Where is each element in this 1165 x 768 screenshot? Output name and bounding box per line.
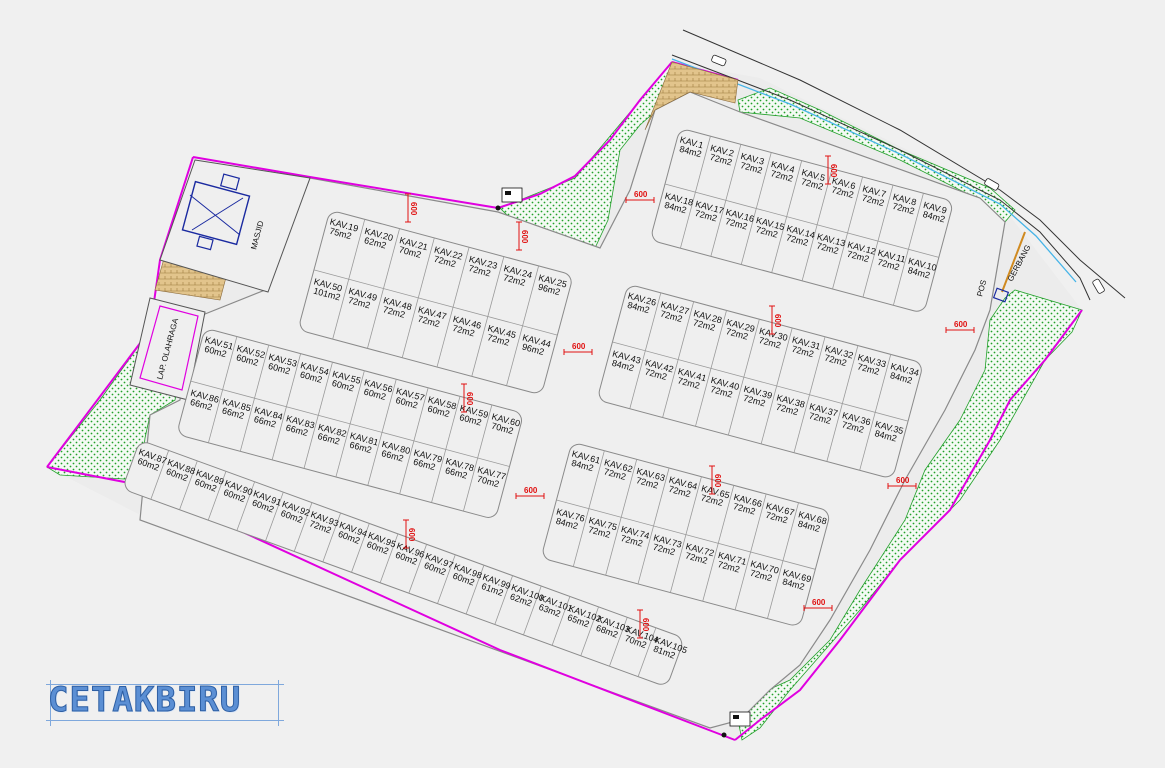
road-width-dimension: 600 (405, 193, 418, 223)
lot-divider (664, 183, 939, 258)
lot-label: KAV.672m2 (829, 175, 858, 200)
lot-divider (351, 523, 370, 573)
mosque-icon (181, 173, 251, 251)
road-width-dimension: 600 (461, 383, 474, 413)
road-width-dimension: 600 (945, 320, 975, 333)
paving-north (644, 61, 739, 131)
lot-divider (612, 341, 909, 422)
dimension-label: 600 (634, 190, 648, 199)
sports-field: LAP. OLAHRAGA (129, 297, 206, 401)
road-width-dimension: 600 (825, 155, 838, 185)
road-width-dimension: 600 (709, 465, 722, 495)
boundary-marker-icon (495, 187, 523, 211)
dimension-label: 600 (641, 618, 650, 632)
dimension-label: 600 (812, 598, 826, 607)
lot-divider (408, 544, 427, 594)
dimension-label: 600 (572, 342, 586, 351)
dimension-label: 600 (520, 230, 529, 244)
lot-divider (265, 492, 284, 542)
car-icon (1092, 278, 1105, 294)
logo-rule (278, 680, 279, 726)
cetakbiru-logo: CETAKBIRU (46, 680, 284, 726)
dimension-label: 600 (407, 528, 416, 542)
dimension-label: 600 (713, 474, 722, 488)
lot-divider (580, 606, 599, 656)
car-icon (711, 54, 727, 67)
lot-divider (313, 269, 558, 336)
dimension-label: 600 (829, 164, 838, 178)
dimension-label: 600 (409, 202, 418, 216)
lot-divider (551, 596, 571, 646)
external-road (671, 29, 1126, 301)
lot-divider (236, 481, 256, 531)
dimension-label: 600 (773, 314, 782, 328)
lot-divider (190, 380, 510, 467)
road-width-dimension: 600 (403, 519, 416, 549)
car-icon (984, 178, 1000, 191)
block-outline (124, 442, 683, 685)
green-area-east (734, 289, 1083, 741)
logo-rule (46, 720, 284, 721)
dimension-label: 600 (896, 476, 910, 485)
lot-divider (556, 499, 816, 570)
road-width-dimension: 600 (803, 598, 833, 611)
lot-divider (637, 627, 657, 677)
dimension-label: 600 (524, 486, 538, 495)
lot-divider (609, 617, 628, 667)
lot-divider (379, 533, 399, 583)
boundary-marker-icon (721, 711, 751, 738)
lot-divider (150, 450, 170, 500)
mosque: MASJID (159, 159, 311, 293)
logo-rule (46, 684, 284, 685)
logo-rule (50, 680, 51, 726)
lot-divider (437, 554, 456, 604)
lot-divider (207, 471, 227, 521)
road-width-dimension: 600 (515, 486, 545, 499)
road-width-dimension: 600 (769, 305, 782, 335)
dimension-label: 600 (465, 392, 474, 406)
road-width-dimension: 600 (516, 221, 529, 251)
lot-divider (523, 585, 542, 636)
guard-post-icon (992, 287, 1010, 303)
lot-divider (494, 575, 513, 625)
lot-divider (322, 512, 342, 563)
lot-divider (293, 502, 313, 552)
gate-line (1001, 231, 1026, 293)
road-width-dimension: 600 (563, 342, 593, 355)
logo-text: CETAKBIRU (47, 680, 242, 721)
road-dimensions: 600 600 600 600 600 600 600 600 600 600 600 600 600 6… (403, 155, 975, 639)
lot-divider (465, 565, 485, 615)
lot-label: KAV.184m2 (676, 135, 705, 160)
dimension-label: 600 (954, 320, 968, 329)
road-width-dimension: 600 (637, 609, 650, 639)
lot-divider (179, 460, 198, 510)
road-width-dimension: 600 (625, 190, 655, 203)
road-width-dimension: 600 (887, 476, 917, 489)
guard-post-label: POS (975, 279, 988, 298)
